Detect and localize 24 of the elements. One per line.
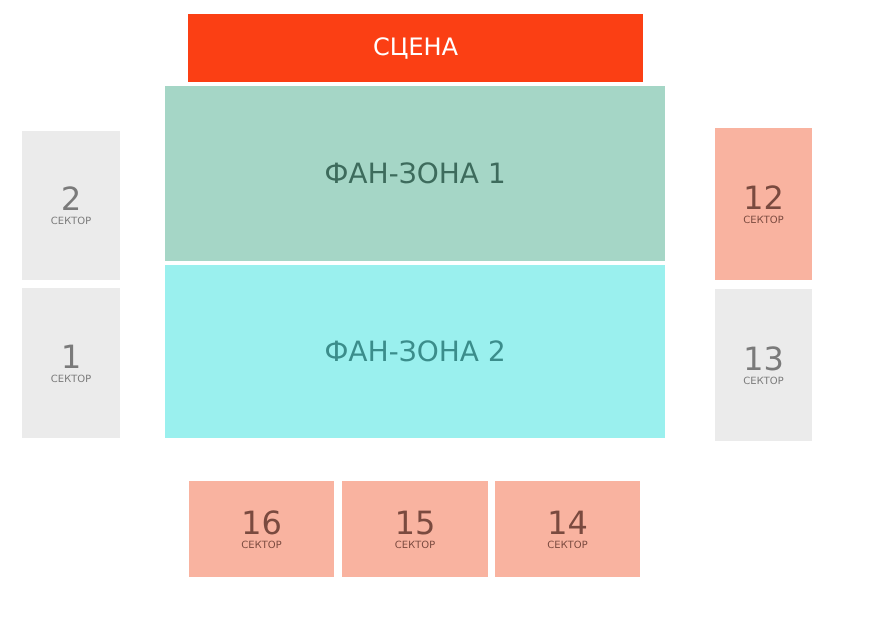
sector-number: 12: [743, 182, 784, 216]
sector-number: 14: [547, 506, 588, 541]
seating-sector: [715, 128, 812, 280]
sector-number: 2: [60, 183, 82, 218]
sector-label: СЕКТОР: [50, 374, 92, 386]
fan-zone-area: [165, 86, 665, 261]
sector-label: СЕКТОР: [241, 540, 282, 552]
sector-number: 16: [241, 506, 282, 541]
sector-label: СЕКТОР: [50, 217, 92, 228]
sector-number: 15: [394, 506, 436, 541]
stage-label: СЦЕНА: [372, 35, 458, 61]
fan-zone-area: [165, 265, 665, 438]
sector-number: 1: [60, 340, 82, 375]
sector-number: 13: [743, 342, 784, 377]
stage-area: [188, 14, 643, 82]
zone-label: ФАН-ЗОНА 1: [324, 158, 506, 188]
seating-sector: [495, 481, 640, 577]
sector-label: СЕКТОР: [743, 216, 784, 226]
seating-sector: [342, 481, 488, 577]
sector-label: СЕКТОР: [547, 540, 588, 552]
sector-label: СЕКТОР: [394, 540, 436, 552]
seating-sector: [189, 481, 334, 577]
sector-label: СЕКТОР: [743, 376, 784, 388]
zone-label: ФАН-ЗОНА 2: [324, 336, 506, 366]
